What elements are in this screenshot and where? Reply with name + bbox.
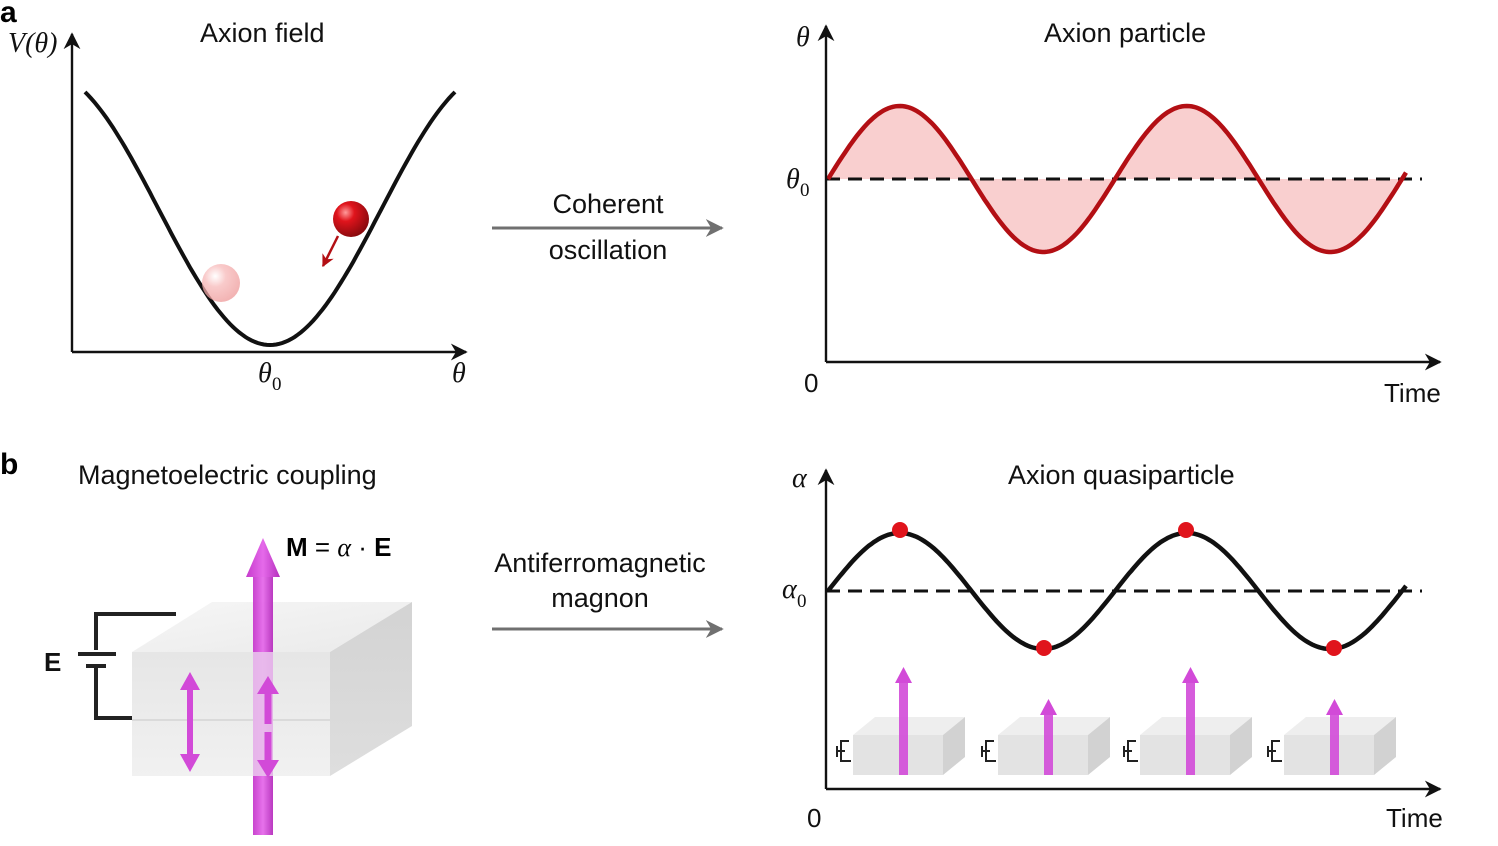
circuit-wire-top <box>94 612 176 650</box>
arrow-a-label-line1: Coherent <box>552 189 664 219</box>
mini-block-4 <box>1267 699 1397 776</box>
alpha-oscillation-curve <box>826 530 1408 652</box>
svg-text:0: 0 <box>797 591 807 612</box>
axion-quasiparticle-title: Axion quasiparticle <box>1008 460 1235 490</box>
arrow-b-label-line1: Antiferromagnetic <box>494 548 706 578</box>
panel-a-letter: a <box>0 0 17 29</box>
axion-particle-title: Axion particle <box>1044 18 1206 48</box>
peak-dot-2 <box>1178 522 1194 538</box>
theta0-tick-label: θ 0 <box>258 358 282 395</box>
potential-curve <box>83 90 457 348</box>
magnetoelectric-title: Magnetoelectric coupling <box>78 460 377 490</box>
mini-block-2 <box>981 699 1111 776</box>
peak-dot-1 <box>892 522 908 538</box>
panel-b-letter: b <box>0 448 18 481</box>
electric-dipole-arrow-right <box>257 676 279 778</box>
trough-dot-1 <box>1036 640 1052 656</box>
quasi-origin-label: 0 <box>807 803 821 833</box>
mini-block-1 <box>836 667 966 776</box>
block-front-face <box>132 652 330 776</box>
potential-x-label: θ <box>452 358 466 389</box>
magnetoelectric-block: E <box>44 538 412 835</box>
battery-e-label: E <box>44 647 61 677</box>
potential-y-label: V(θ) <box>8 28 58 59</box>
potential-plot <box>63 32 468 361</box>
svg-text:θ: θ <box>786 164 800 195</box>
axion-particle-plot <box>817 24 1442 371</box>
quasi-y-label: α <box>792 463 808 494</box>
svg-text:0: 0 <box>800 180 810 201</box>
axion-field-title: Axion field <box>200 18 325 48</box>
red-ball <box>333 201 369 237</box>
particle-time-label: Time <box>1384 378 1441 408</box>
svg-text:θ: θ <box>258 358 272 389</box>
magnetization-arrow-head <box>246 538 280 577</box>
magnetoelectric-equation: M = α · E <box>286 532 391 562</box>
svg-text:α: α <box>782 574 798 605</box>
theta0-ref-label: θ 0 <box>786 164 810 201</box>
electric-dipole-arrow-left <box>180 672 200 772</box>
mini-block-3 <box>1123 667 1253 776</box>
theta-oscillation-curve <box>826 103 1408 255</box>
particle-origin-label: 0 <box>804 368 818 398</box>
arrow-a-label-line2: oscillation <box>549 235 668 265</box>
svg-text:0: 0 <box>272 374 282 395</box>
alpha0-ref-label: α 0 <box>782 574 807 612</box>
ball-motion-arrow <box>321 235 340 268</box>
block-side-face <box>330 602 412 776</box>
svg-text:M = α · E: M = α · E <box>286 532 391 562</box>
ghost-ball <box>202 264 240 302</box>
quasi-time-label: Time <box>1386 803 1443 833</box>
arrow-b-label-line2: magnon <box>551 583 649 613</box>
trough-dot-2 <box>1326 640 1342 656</box>
particle-y-label: θ <box>796 22 810 53</box>
axion-quasiparticle-plot <box>817 468 1442 798</box>
